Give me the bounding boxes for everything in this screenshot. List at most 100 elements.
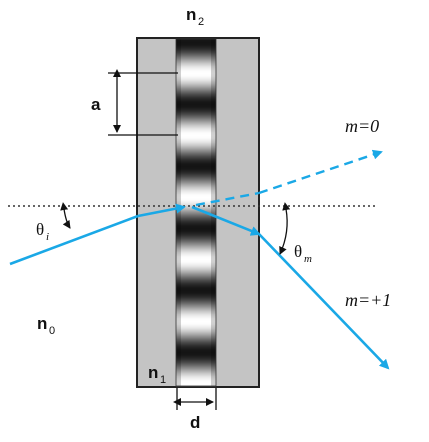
grating-fringe-row bbox=[176, 178, 216, 180]
grating-fringe-row bbox=[176, 251, 216, 253]
grating-fringe-row bbox=[176, 227, 216, 229]
grating-fringe-row bbox=[176, 100, 216, 102]
grating-fringe-row bbox=[176, 216, 216, 218]
grating-fringe-row bbox=[176, 339, 216, 341]
grating-fringe-row bbox=[176, 136, 216, 138]
grating-fringe-row bbox=[176, 350, 216, 352]
grating-fringe-row bbox=[176, 254, 216, 256]
label-m1: m=+1 bbox=[345, 290, 391, 310]
grating-fringe-row bbox=[176, 161, 216, 163]
grating-fringe-row bbox=[176, 150, 216, 152]
grating-fringe-row bbox=[176, 284, 216, 286]
grating-fringe-row bbox=[176, 249, 216, 251]
grating-fringe-row bbox=[176, 42, 216, 44]
grating-fringe-row bbox=[176, 183, 216, 185]
grating-fringe-row bbox=[176, 44, 216, 46]
grating-fringe-row bbox=[176, 315, 216, 317]
grating-fringe-row bbox=[176, 255, 216, 257]
grating-fringe-row bbox=[176, 147, 216, 149]
grating-fringe-row bbox=[176, 121, 216, 123]
grating-fringe-row bbox=[176, 230, 216, 232]
grating-fringe-row bbox=[176, 318, 216, 320]
grating-fringe-row bbox=[176, 99, 216, 101]
grating-fringe-row bbox=[176, 132, 216, 134]
grating-fringe-row bbox=[176, 54, 216, 56]
grating-fringe-row bbox=[176, 376, 216, 378]
grating-fringe-row bbox=[176, 359, 216, 361]
grating-fringe-row bbox=[176, 52, 216, 54]
grating-fringe-row bbox=[176, 141, 216, 143]
grating-fringe-row bbox=[176, 123, 216, 125]
grating-fringe-row bbox=[176, 300, 216, 302]
grating-fringe-row bbox=[176, 309, 216, 311]
grating-fringe-row bbox=[176, 69, 216, 71]
first-order-beam-outside bbox=[258, 233, 390, 370]
grating-fringe-row bbox=[176, 140, 216, 142]
grating-fringe-row bbox=[176, 260, 216, 262]
grating-fringe-row bbox=[176, 182, 216, 184]
grating-fringe-row bbox=[176, 314, 216, 316]
grating-fringe-row bbox=[176, 94, 216, 96]
grating-fringe-row bbox=[176, 92, 216, 94]
diffraction-angle-arc bbox=[279, 202, 291, 255]
grating-fringe-row bbox=[176, 342, 216, 344]
grating-fringe-row bbox=[176, 346, 216, 348]
incident-beam-outside bbox=[9, 214, 139, 266]
grating-fringe-row bbox=[176, 197, 216, 199]
grating-fringe-row bbox=[176, 231, 216, 233]
grating-fringe-row bbox=[176, 137, 216, 139]
grating-fringe-row bbox=[176, 224, 216, 226]
grating-fringe-row bbox=[176, 51, 216, 53]
grating-fringe-row bbox=[176, 303, 216, 305]
grating-fringe-row bbox=[176, 384, 216, 386]
grating-fringe-row bbox=[176, 332, 216, 334]
grating-fringe-row bbox=[176, 304, 216, 306]
grating-fringe-row bbox=[176, 135, 216, 137]
grating-fringe-row bbox=[176, 84, 216, 86]
grating-fringe-row bbox=[176, 233, 216, 235]
grating-fringe-row bbox=[176, 256, 216, 258]
grating-fringe-row bbox=[176, 281, 216, 283]
grating-fringe-row bbox=[176, 212, 216, 214]
grating-fringe-row bbox=[176, 129, 216, 131]
grating-fringe-row bbox=[176, 306, 216, 308]
grating-fringe-row bbox=[176, 71, 216, 73]
grating-fringe-row bbox=[176, 375, 216, 377]
grating-fringe-row bbox=[176, 189, 216, 191]
grating-fringe-row bbox=[176, 90, 216, 92]
grating-fringe-row bbox=[176, 111, 216, 113]
grating-fringe-row bbox=[176, 271, 216, 273]
grating-fringe-row bbox=[176, 326, 216, 328]
grating-fringe-row bbox=[176, 353, 216, 355]
grating-fringe-row bbox=[176, 225, 216, 227]
grating-fringe-row bbox=[176, 194, 216, 196]
grating-fringe-row bbox=[176, 169, 216, 171]
grating-fringe-row bbox=[176, 265, 216, 267]
grating-fringe-row bbox=[176, 343, 216, 345]
grating-fringe-row bbox=[176, 128, 216, 130]
grating-fringe-row bbox=[176, 70, 216, 72]
grating-fringe-row bbox=[176, 374, 216, 376]
grating-fringe-row bbox=[176, 243, 216, 245]
grating-fringe-row bbox=[176, 277, 216, 279]
grating-fringe-row bbox=[176, 283, 216, 285]
grating-fringe-row bbox=[176, 354, 216, 356]
grating-fringe-row bbox=[176, 307, 216, 309]
grating-fringe-row bbox=[176, 295, 216, 297]
grating-fringe-row bbox=[176, 203, 216, 205]
grating-fringe-row bbox=[176, 292, 216, 294]
grating-fringe-row bbox=[176, 372, 216, 374]
grating-fringe-row bbox=[176, 235, 216, 237]
grating-fringe-row bbox=[176, 186, 216, 188]
grating-fringe-row bbox=[176, 280, 216, 282]
grating-fringe-row bbox=[176, 213, 216, 215]
grating-fringe-row bbox=[176, 336, 216, 338]
grating-fringe-row bbox=[176, 232, 216, 234]
grating-fringe-row bbox=[176, 152, 216, 154]
grating-fringe-row bbox=[176, 345, 216, 347]
grating-fringe-row bbox=[176, 138, 216, 140]
grating-fringe-row bbox=[176, 64, 216, 66]
grating-fringe-row bbox=[176, 134, 216, 136]
grating-fringe-row bbox=[176, 220, 216, 222]
svg-text:1: 1 bbox=[160, 374, 166, 386]
